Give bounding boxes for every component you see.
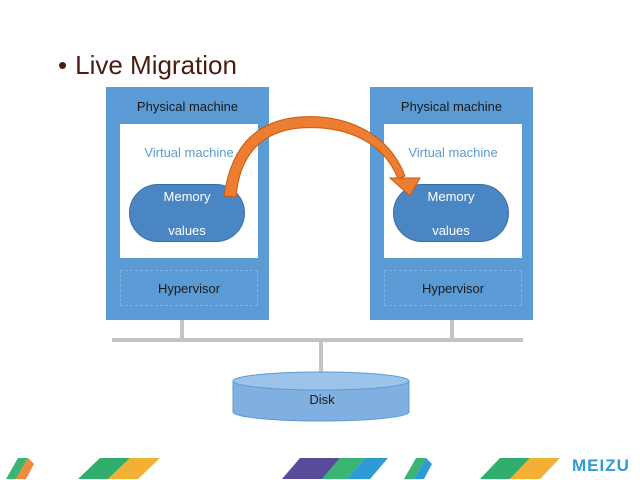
- physical-machine-right: Physical machine Virtual machine Memory v…: [370, 87, 533, 320]
- hypervisor-label: Hypervisor: [421, 280, 485, 296]
- hypervisor-box: Hypervisor: [384, 270, 522, 306]
- hypervisor-label: Hypervisor: [157, 280, 221, 296]
- title-bullet: •: [58, 50, 68, 80]
- title-text: Live Migration: [75, 50, 237, 80]
- network-bus: [112, 338, 523, 342]
- virtual-machine-label: Virtual machine: [144, 145, 234, 160]
- footer-decoration: [6, 458, 560, 479]
- physical-machine-label: Physical machine: [400, 99, 503, 114]
- disk-label: Disk: [309, 392, 335, 407]
- memory-values-pill: Memory values: [393, 184, 509, 242]
- disk-connector: [319, 340, 323, 380]
- memory-label-line1: Memory: [163, 188, 211, 204]
- meizu-logo: MEIZU: [572, 456, 630, 475]
- right-connector: [450, 320, 454, 340]
- memory-label-line2: values: [168, 222, 206, 238]
- left-connector: [180, 320, 184, 340]
- disk-cylinder: [232, 371, 410, 422]
- virtual-machine-label: Virtual machine: [408, 145, 498, 160]
- physical-machine-label: Physical machine: [136, 99, 239, 114]
- hypervisor-box: Hypervisor: [120, 270, 258, 306]
- virtual-machine-box: Virtual machine Memory values: [384, 124, 522, 258]
- physical-machine-left: Physical machine Virtual machine Memory v…: [106, 87, 269, 320]
- slide-title: •Live Migration: [58, 50, 237, 81]
- memory-label-line1: Memory: [427, 188, 475, 204]
- memory-label-line2: values: [432, 222, 470, 238]
- migration-arrow: [223, 116, 421, 198]
